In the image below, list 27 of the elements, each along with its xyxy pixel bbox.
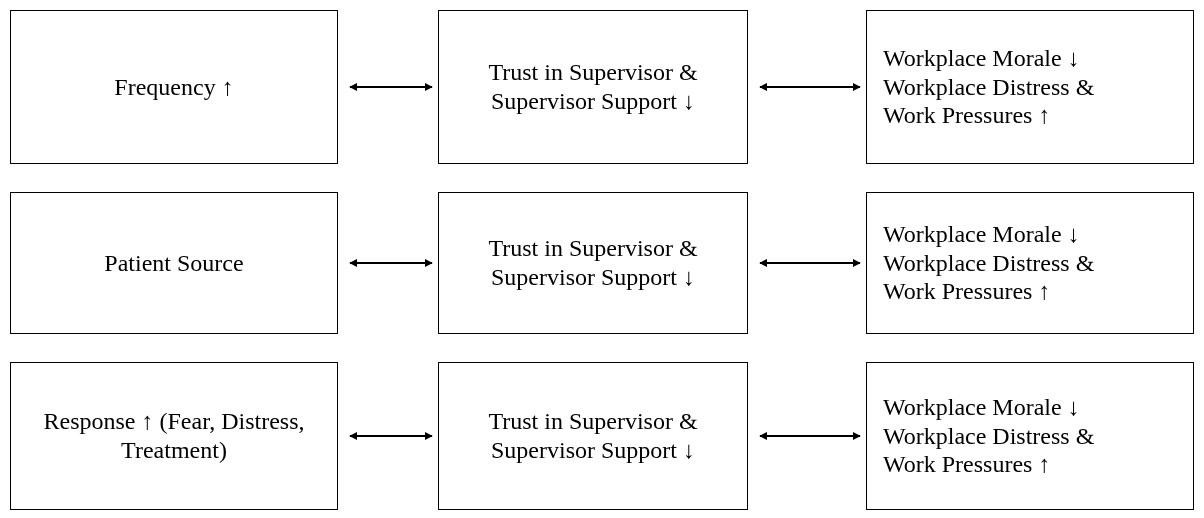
double-arrow xyxy=(349,432,433,440)
box-text: Workplace Distress & Work Pressures ↑ xyxy=(883,248,1096,307)
box-text: Trust in Supervisor & Supervisor Support ↓ xyxy=(487,234,699,292)
process-box xyxy=(866,192,1194,334)
box-text: Workplace Morale ↓ xyxy=(883,43,1080,73)
double-arrow xyxy=(759,259,861,267)
double-arrow xyxy=(349,83,433,91)
box-text: Frequency ↑ xyxy=(114,72,234,102)
process-box xyxy=(866,10,1194,164)
box-text: Response ↑ (Fear, Distress, Treatment) xyxy=(42,407,306,465)
double-arrow xyxy=(759,83,861,91)
box-text: Trust in Supervisor & Supervisor Support ↓ xyxy=(487,407,699,465)
double-arrow xyxy=(759,432,861,440)
box-text: Patient Source xyxy=(104,248,244,278)
process-box xyxy=(10,10,338,164)
process-box xyxy=(438,10,748,164)
double-arrow xyxy=(349,259,433,267)
process-box xyxy=(438,192,748,334)
process-box xyxy=(438,362,748,510)
box-text: Trust in Supervisor & Supervisor Support ↓ xyxy=(487,58,699,116)
box-text: Workplace Distress & Work Pressures ↑ xyxy=(883,421,1096,480)
box-text: Workplace Morale ↓ xyxy=(883,219,1080,249)
box-text: Workplace Distress & Work Pressures ↑ xyxy=(883,72,1096,131)
box-text: Workplace Morale ↓ xyxy=(883,392,1080,422)
process-box xyxy=(866,362,1194,510)
process-box xyxy=(10,192,338,334)
process-box xyxy=(10,362,338,510)
